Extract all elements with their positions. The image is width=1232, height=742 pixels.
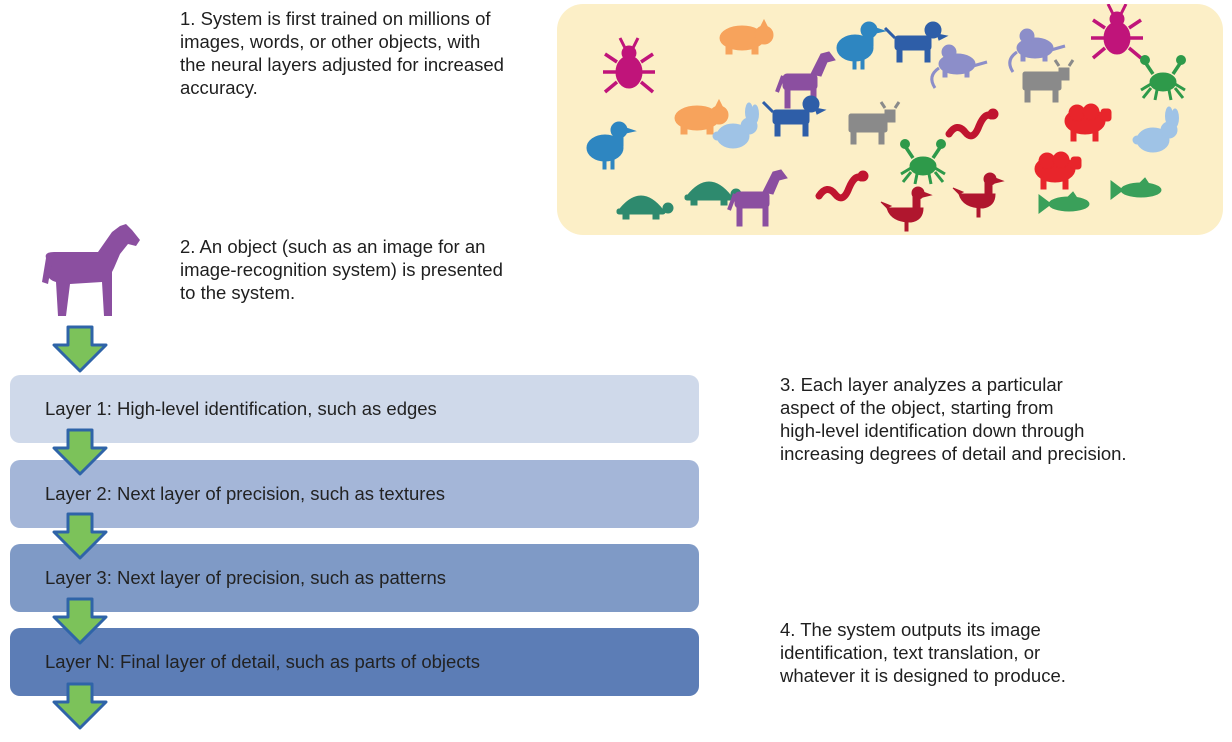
rat-icon: [930, 43, 989, 90]
snake-icon: [949, 109, 998, 136]
crab-icon: [898, 137, 948, 186]
training-animals-panel: [557, 4, 1223, 235]
training-animals-illustration: [586, 4, 1188, 232]
input-horse-icon: [42, 224, 140, 316]
cow-icon: [847, 100, 901, 146]
dog-icon: [883, 20, 949, 64]
step-2-text: 2. An object (such as an image for an im…: [180, 236, 503, 303]
layer-2-bar: Layer 2: Next layer of precision, such a…: [10, 460, 699, 528]
bird-icon: [836, 21, 886, 70]
bird-icon: [586, 121, 636, 170]
step-1-text: 1. System is first trained on millions o…: [180, 8, 504, 98]
horse-icon: [727, 168, 789, 228]
duck-icon: [880, 186, 932, 232]
down-arrow-icon: [52, 682, 108, 730]
duck-icon: [952, 172, 1004, 218]
sheep-icon: [1064, 103, 1112, 142]
layer-1-bar: Layer 1: High-level identification, such…: [10, 375, 699, 443]
dog-icon: [761, 94, 827, 138]
turtle-icon: [616, 195, 674, 220]
step-4-text: 4. The system outputs its image identifi…: [780, 619, 1066, 686]
step-3-text: 3. Each layer analyzes a particular aspe…: [780, 374, 1127, 464]
rat-icon: [1008, 27, 1067, 74]
layer-2-label: Layer 2: Next layer of precision, such a…: [45, 483, 445, 504]
down-arrow-icon: [52, 512, 108, 560]
snake-icon: [819, 171, 868, 198]
beetle-icon: [1089, 4, 1145, 60]
down-arrow-icon: [52, 597, 108, 645]
sheep-icon: [1034, 151, 1082, 190]
fish-icon: [1038, 191, 1090, 214]
layer-n-bar: Layer N: Final layer of detail, such as …: [10, 628, 699, 696]
layer-n-label: Layer N: Final layer of detail, such as …: [45, 651, 480, 672]
pig-icon: [719, 19, 774, 55]
down-arrow-icon: [52, 325, 108, 373]
layer-1-label: Layer 1: High-level identification, such…: [45, 398, 437, 419]
beetle-icon: [601, 36, 657, 94]
fish-icon: [1110, 177, 1162, 200]
crab-icon: [1138, 53, 1188, 102]
down-arrow-icon: [52, 428, 108, 476]
rabbit-icon: [1132, 106, 1179, 153]
layer-3-label: Layer 3: Next layer of precision, such a…: [45, 567, 447, 588]
layer-3-bar: Layer 3: Next layer of precision, such a…: [10, 544, 699, 612]
cow-icon: [1021, 58, 1075, 104]
